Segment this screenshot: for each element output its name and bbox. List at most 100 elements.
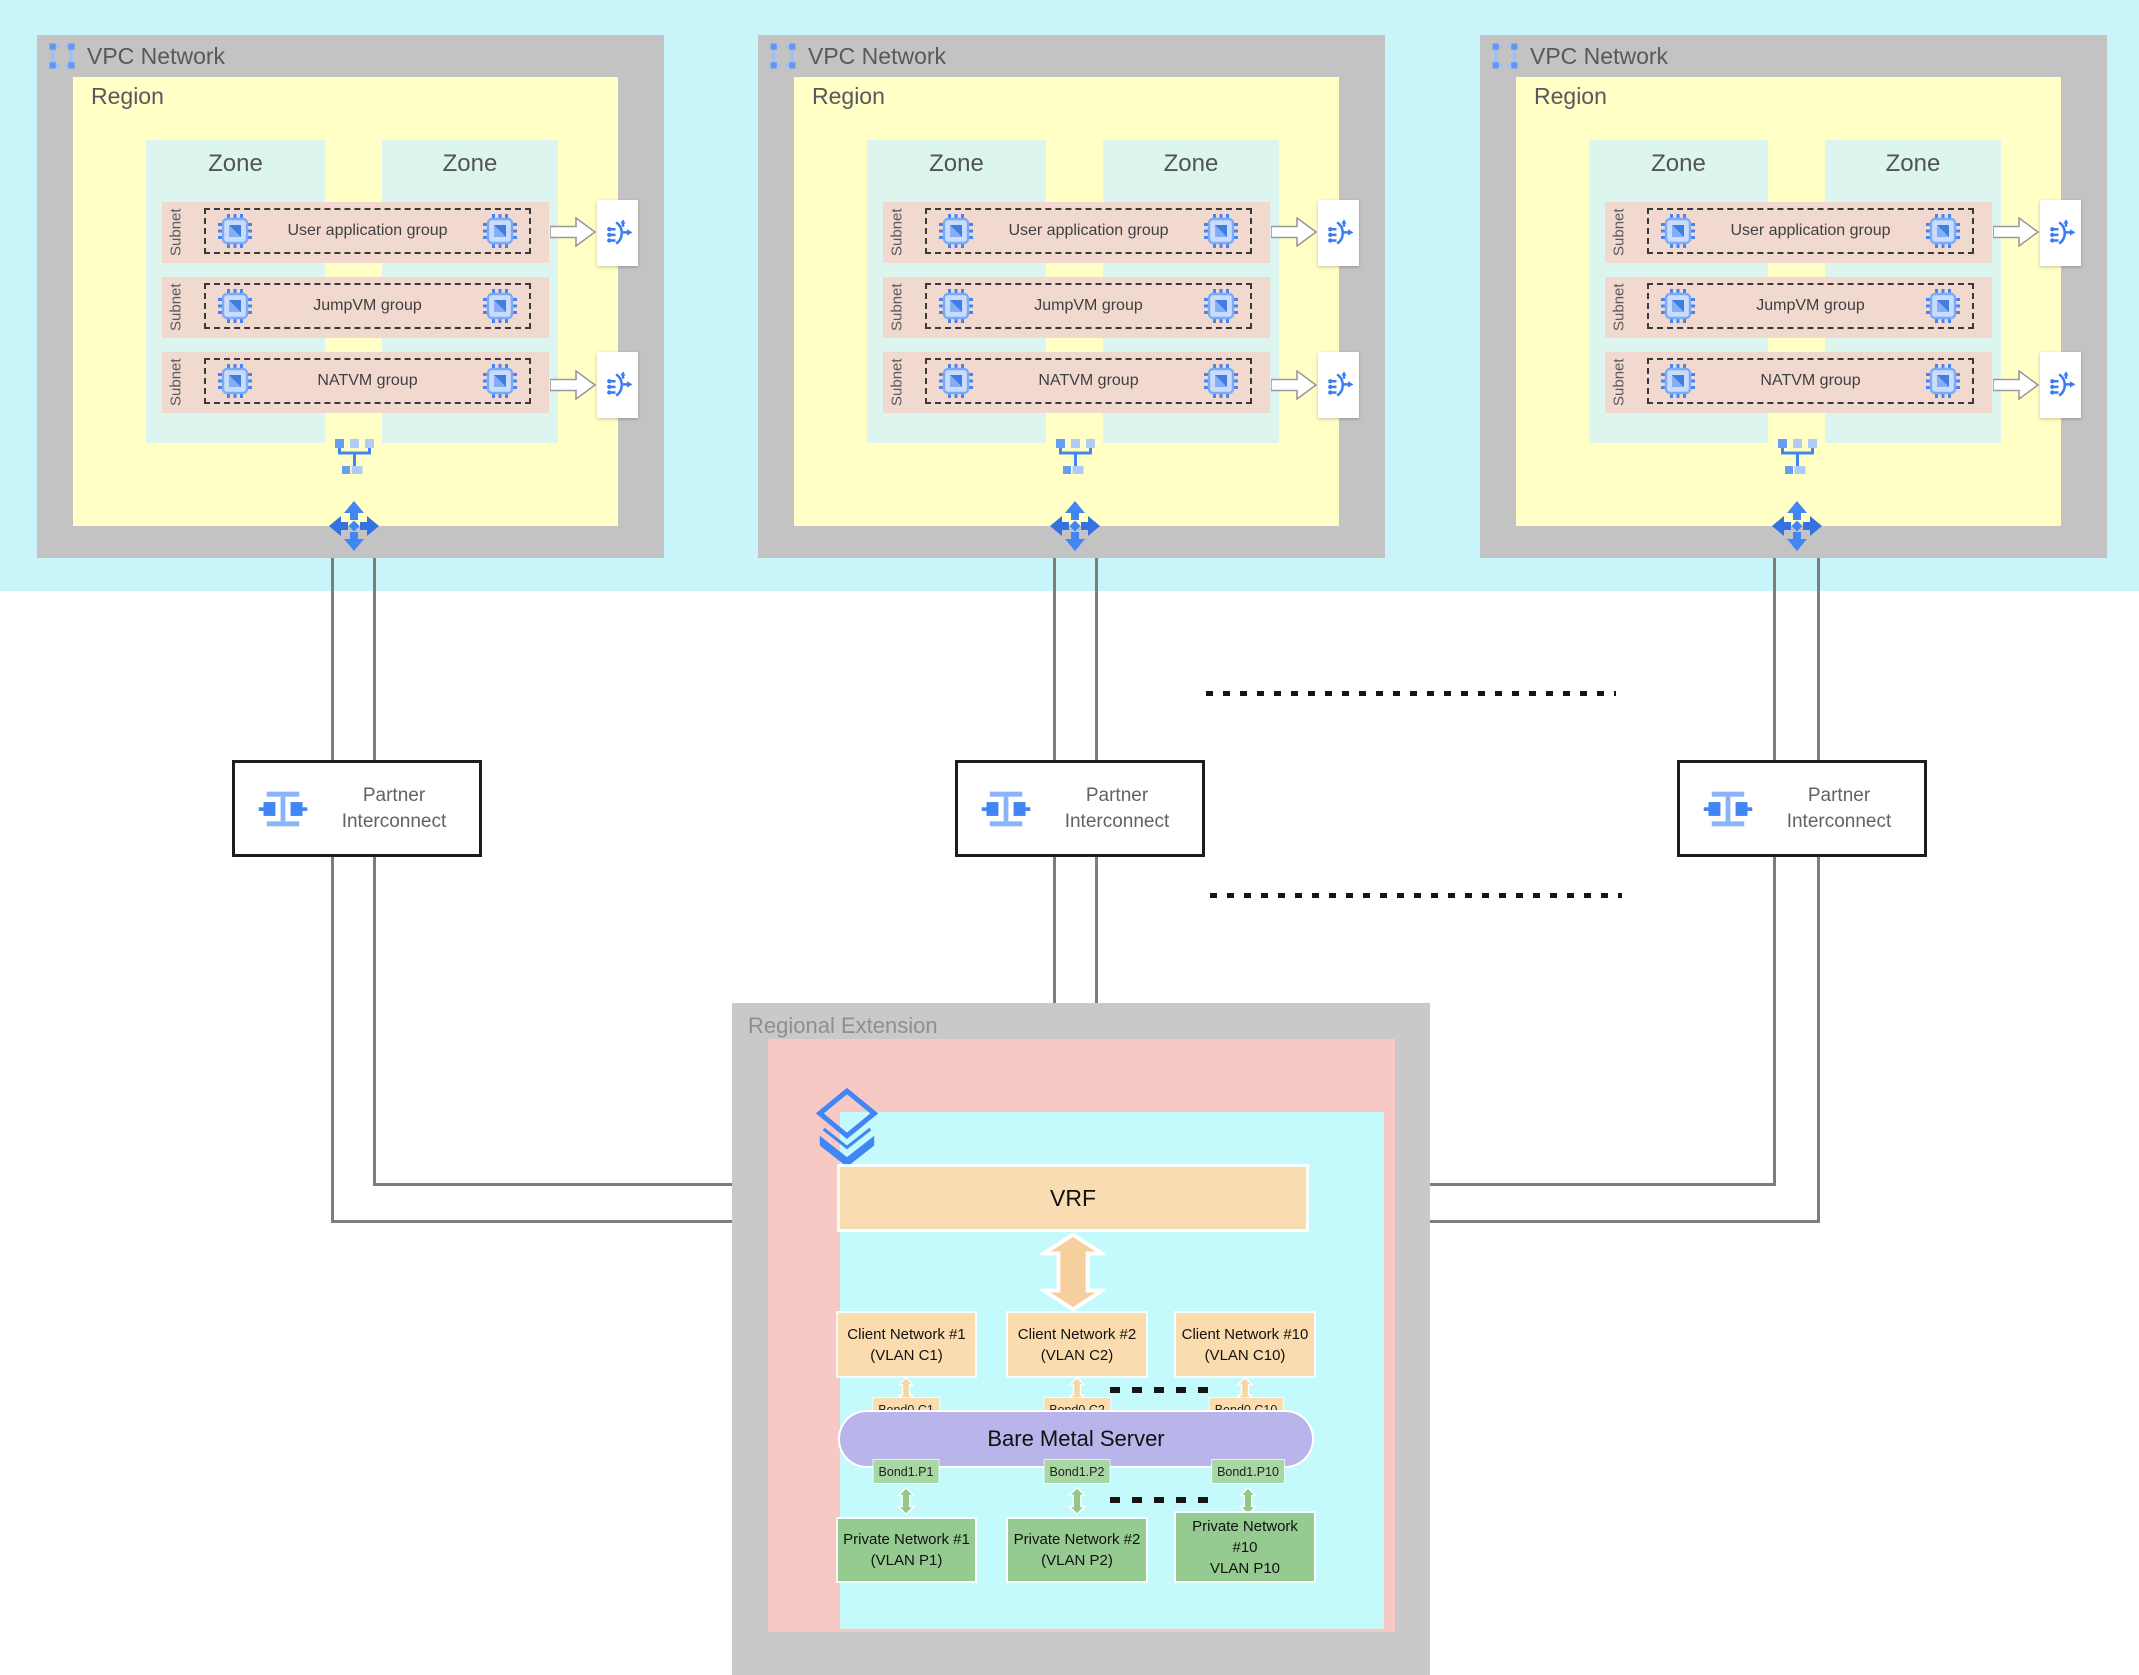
zone-title: Zone (1163, 150, 1219, 177)
subnet-row: Subnet NATVM group (162, 352, 549, 413)
vrf-box: VRF (840, 1167, 1306, 1229)
subnet-row: Subnet User application group (162, 202, 549, 263)
connector-line (332, 1220, 840, 1223)
vm-icon (1926, 364, 1960, 398)
vm-group-label: User application group (287, 222, 448, 239)
vpc-network-title: VPC Network (87, 42, 226, 69)
subnet-row: Subnet User application group (883, 202, 1270, 263)
load-balancer-box (597, 200, 638, 266)
vm-icon (483, 364, 517, 398)
zone-title: Zone (929, 150, 984, 177)
flow-arrow-icon (550, 370, 596, 400)
vm-group-label: NATVM group (317, 372, 418, 389)
private-network-box: Private Network #2 (VLAN P2) (1008, 1519, 1146, 1581)
subnet-row: Subnet User application group (1605, 202, 1992, 263)
flow-arrow-icon (1271, 217, 1317, 247)
subnet-label: Subnet (167, 358, 185, 407)
dotted-separator (1206, 691, 1616, 696)
vm-group-box: User application group (204, 208, 531, 254)
vm-icon (1204, 364, 1238, 398)
vm-icon (939, 289, 973, 323)
router-icon (1770, 499, 1824, 553)
double-arrow-icon (1239, 1487, 1257, 1515)
vpc-network-box: VPC Network Region Zone Zone Subnet User… (37, 35, 664, 558)
network-hub-icon (1054, 439, 1098, 479)
vpc-network-header: VPC Network (1490, 41, 1668, 71)
vm-group-box: JumpVM group (925, 283, 1252, 329)
partner-interconnect-label: Partner Interconnect (1064, 784, 1170, 832)
vm-group-box: JumpVM group (204, 283, 531, 329)
subnet-label: Subnet (1610, 283, 1628, 332)
connector-line (331, 857, 334, 1223)
vm-icon (1926, 289, 1960, 323)
vm-icon (483, 214, 517, 248)
vm-icon (218, 364, 252, 398)
load-balancer-box (597, 352, 638, 418)
flow-arrow-icon (1993, 217, 2039, 247)
subnet-row: Subnet JumpVM group (1605, 277, 1992, 338)
vm-icon (1661, 289, 1695, 323)
vrf-label: VRF (1050, 1184, 1096, 1211)
zone-title: Zone (208, 150, 263, 177)
vm-group-box: NATVM group (204, 358, 531, 404)
zone-title: Zone (442, 150, 498, 177)
vm-group-box: User application group (925, 208, 1252, 254)
connector-line (1053, 540, 1056, 762)
vm-icon (1204, 214, 1238, 248)
connector-line (1817, 856, 1820, 1223)
vm-group-label: User application group (1008, 222, 1169, 239)
private-network-box: Private Network #10 VLAN P10 (1176, 1513, 1314, 1581)
flow-arrow-icon (1993, 370, 2039, 400)
vm-icon (483, 289, 517, 323)
load-balancer-box (2040, 352, 2081, 418)
load-balancer-icon (1324, 218, 1354, 248)
dotted-separator (1210, 893, 1622, 898)
partner-interconnect-box: Partner Interconnect (1677, 760, 1927, 857)
vpc-network-header: VPC Network (47, 41, 225, 71)
vm-group-label: NATVM group (1760, 372, 1861, 389)
regional-extension-title: Regional Extension (748, 1013, 938, 1038)
connector-line (373, 857, 376, 1186)
vm-group-label: NATVM group (1038, 372, 1139, 389)
load-balancer-icon (2046, 218, 2076, 248)
vm-icon (939, 364, 973, 398)
bare-metal-server: Bare Metal Server (838, 1410, 1314, 1468)
client-network-box: Client Network #10 (VLAN C10) (1176, 1313, 1314, 1376)
partner-interconnect-icon (980, 783, 1032, 835)
connector-line (373, 540, 376, 762)
subnet-label: Subnet (888, 283, 906, 332)
vm-icon (218, 214, 252, 248)
double-arrow-icon (1068, 1487, 1086, 1515)
subnet-row: Subnet NATVM group (1605, 352, 1992, 413)
vpc-network-icon (1490, 41, 1520, 71)
router-icon (327, 499, 381, 553)
partner-interconnect-box: Partner Interconnect (955, 760, 1205, 857)
vm-icon (218, 289, 252, 323)
partner-interconnect-icon (1702, 783, 1754, 835)
network-hub-icon (333, 439, 377, 479)
zone-title: Zone (1885, 150, 1941, 177)
connector-line (374, 1183, 840, 1186)
double-arrow-icon (1040, 1233, 1106, 1311)
load-balancer-box (1318, 352, 1359, 418)
partner-interconnect-label: Partner Interconnect (1786, 784, 1892, 832)
dotted-separator (1110, 1387, 1210, 1393)
subnet-label: Subnet (167, 283, 185, 332)
zone-title: Zone (1651, 150, 1706, 177)
subnet-row: Subnet JumpVM group (162, 277, 549, 338)
connector-line (1817, 538, 1820, 760)
vpc-network-box: VPC Network Region Zone Zone Subnet User… (1480, 35, 2107, 558)
connector-line (331, 540, 334, 762)
vm-icon (1204, 289, 1238, 323)
bond-label: Bond1.P10 (1212, 1460, 1284, 1483)
subnet-label: Subnet (167, 208, 185, 257)
partner-interconnect-icon (257, 783, 309, 835)
vm-group-box: NATVM group (1647, 358, 1974, 404)
subnet-row: Subnet NATVM group (883, 352, 1270, 413)
bond-label: Bond1.P2 (1044, 1460, 1110, 1483)
dotted-separator (1110, 1497, 1210, 1503)
flow-arrow-icon (550, 217, 596, 247)
vm-group-label: JumpVM group (1034, 297, 1143, 314)
flow-arrow-icon (1271, 370, 1317, 400)
connector-line (1095, 540, 1098, 762)
